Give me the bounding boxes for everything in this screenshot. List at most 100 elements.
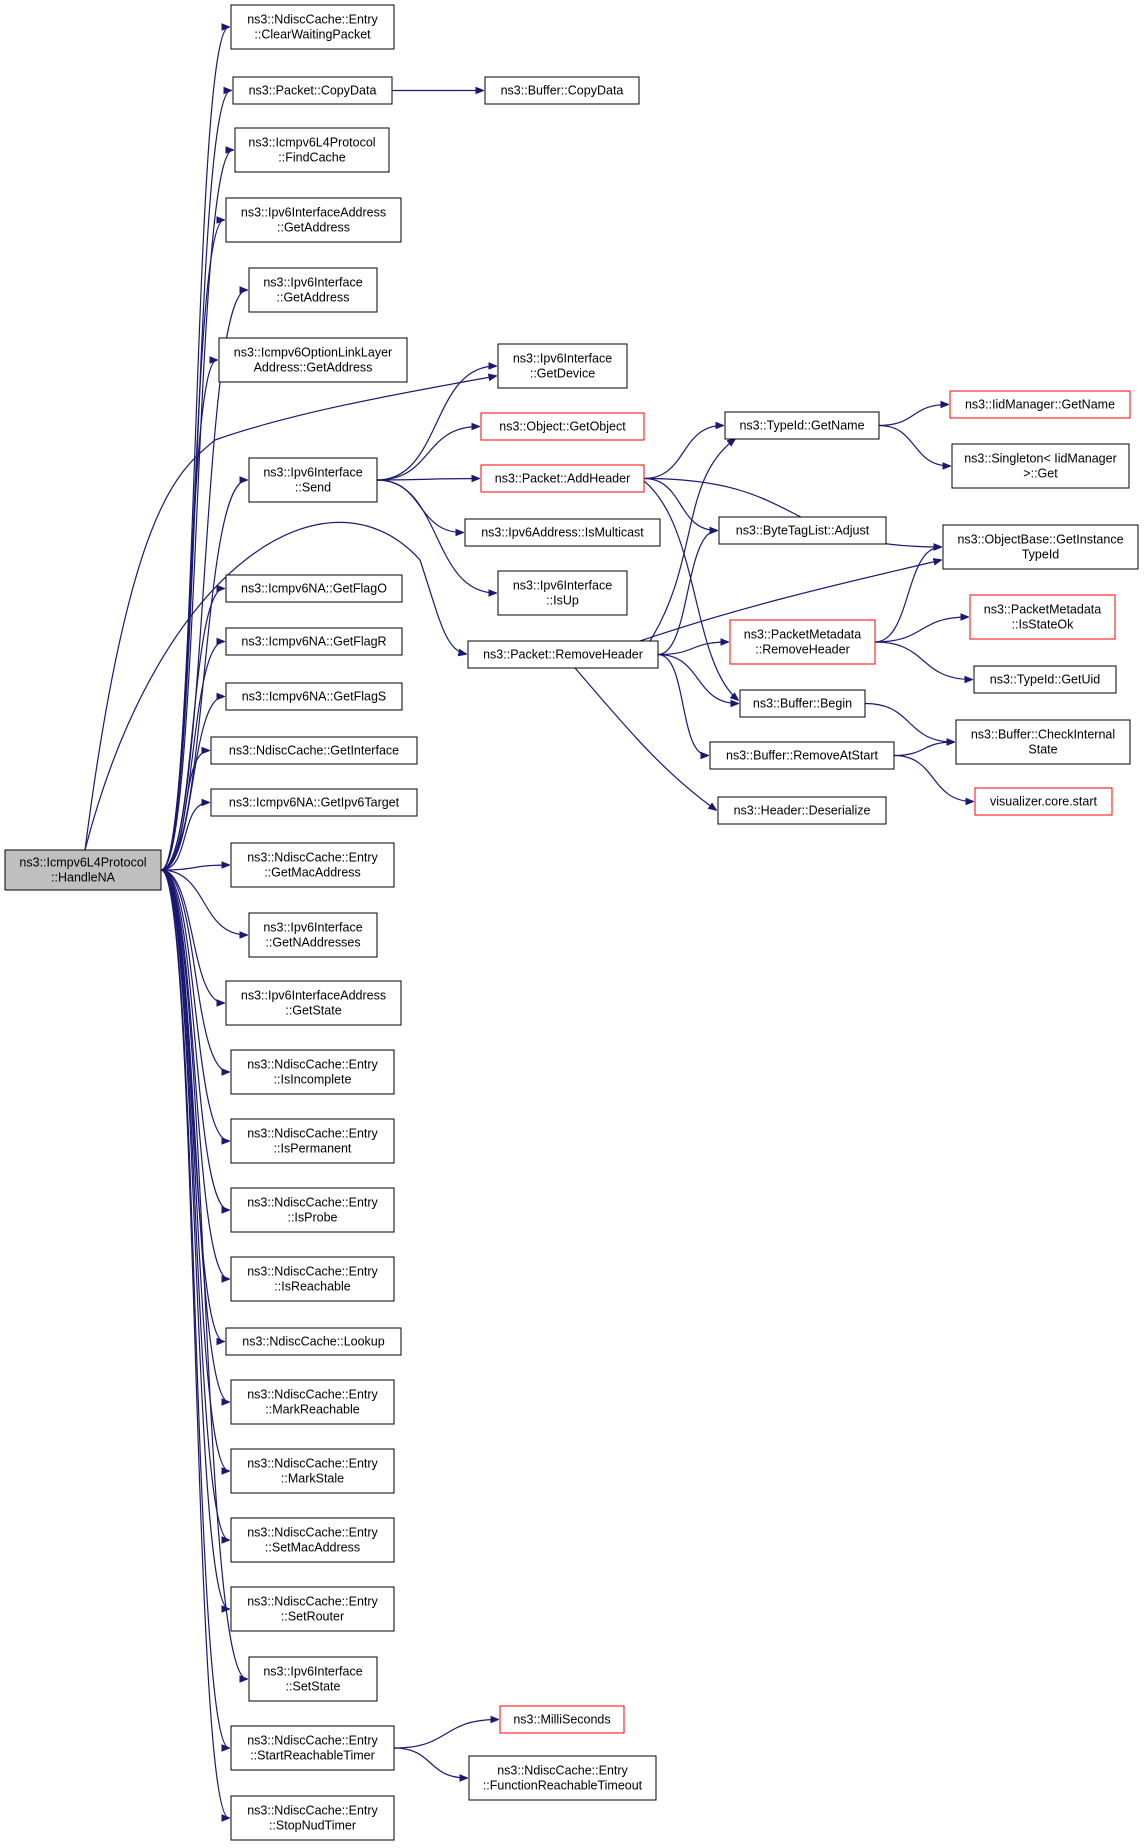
node-label: ::SetRouter [281, 1610, 344, 1624]
node-box [230, 1517, 395, 1563]
node-bufCopyData[interactable]: ns3::Buffer::CopyData [484, 76, 640, 105]
node-isUp[interactable]: ns3::Ipv6Interface::IsUp [497, 570, 628, 616]
node-box [4, 849, 162, 891]
edge-root-to-ndGetInterface [160, 751, 209, 871]
edge-removeHeader-to-bufRemoveAtStart [657, 653, 708, 756]
node-root[interactable]: ns3::Icmpv6L4Protocol::HandleNA [4, 849, 162, 891]
edge-root-to-optLinkLayer [160, 360, 217, 871]
node-label: TypeId [1022, 548, 1060, 562]
node-getMacAddress[interactable]: ns3::NdiscCache::Entry::GetMacAddress [230, 842, 395, 888]
node-clearWaiting[interactable]: ns3::NdiscCache::Entry::ClearWaitingPack… [230, 4, 395, 50]
node-ifGetAddress[interactable]: ns3::Ipv6Interface::GetAddress [248, 267, 378, 313]
node-getFlagR[interactable]: ns3::Icmpv6NA::GetFlagR [225, 627, 403, 656]
node-box [480, 412, 645, 441]
node-box [230, 1586, 395, 1632]
node-bufRemoveAtStart[interactable]: ns3::Buffer::RemoveAtStart [709, 741, 895, 770]
edge-bufBegin-to-bufCheckInternal [864, 702, 954, 743]
node-headerDeserialize[interactable]: ns3::Header::Deserialize [717, 796, 887, 825]
node-label: ::GetState [285, 1004, 341, 1018]
node-label: ::StartReachableTimer [250, 1749, 375, 1763]
node-pmRemoveHeader[interactable]: ns3::PacketMetadata::RemoveHeader [729, 619, 876, 665]
node-box [248, 912, 378, 958]
node-findCache[interactable]: ns3::Icmpv6L4Protocol::FindCache [234, 127, 390, 173]
node-box [230, 1256, 395, 1302]
edge-root-to-getFlagO [160, 589, 224, 871]
node-box [225, 980, 402, 1026]
node-getIpv6Target[interactable]: ns3::Icmpv6NA::GetIpv6Target [210, 788, 418, 817]
node-ifAddrGetAddress[interactable]: ns3::Ipv6InterfaceAddress::GetAddress [225, 197, 402, 243]
edge-root-to-stopNudTimer [160, 869, 229, 1818]
node-bufBegin[interactable]: ns3::Buffer::Begin [739, 689, 866, 718]
node-stopNudTimer[interactable]: ns3::NdiscCache::Entry::StopNudTimer [230, 1795, 395, 1841]
node-label: ::GetAddress [277, 221, 350, 235]
node-label: ::IsPermanent [274, 1142, 352, 1156]
node-byteTagAdjust[interactable]: ns3::ByteTagList::Adjust [718, 516, 887, 545]
node-label: ns3::Buffer::Begin [753, 697, 852, 711]
node-label: ::GetAddress [277, 291, 350, 305]
node-box [210, 736, 418, 765]
edge-root-to-findCache [160, 150, 233, 871]
node-getFlagO[interactable]: ns3::Icmpv6NA::GetFlagO [225, 574, 403, 603]
edge-root-to-markReachable [160, 869, 229, 1402]
node-setState[interactable]: ns3::Ipv6Interface::SetState [248, 1656, 378, 1702]
edge-root-to-isReachable [160, 869, 229, 1279]
node-addHeader[interactable]: ns3::Packet::AddHeader [480, 464, 645, 493]
node-isMulticast[interactable]: ns3::Ipv6Address::IsMulticast [464, 518, 661, 547]
node-box [230, 1795, 395, 1841]
node-label: ns3::NdiscCache::Entry [247, 1058, 378, 1072]
edge-addHeader-to-bufBegin [639, 477, 738, 700]
node-pktCopyData[interactable]: ns3::Packet::CopyData [232, 76, 393, 105]
edge-root-to-getFlagS [160, 697, 224, 871]
node-ifAddrGetState[interactable]: ns3::Ipv6InterfaceAddress::GetState [225, 980, 402, 1026]
edge-root-to-setRouter [160, 869, 229, 1609]
node-label: ::GetDevice [530, 367, 595, 381]
node-box [951, 443, 1130, 489]
edge-removeHeader-to-getInstanceTypeId [639, 560, 941, 642]
node-label: ::IsUp [546, 594, 579, 608]
node-setRouter[interactable]: ns3::NdiscCache::Entry::SetRouter [230, 1586, 395, 1632]
edge-addHeader-to-typeIdGetName [643, 426, 723, 480]
node-pmIsStateOk[interactable]: ns3::PacketMetadata::IsStateOk [969, 594, 1116, 640]
node-milliSeconds[interactable]: ns3::MilliSeconds [499, 1705, 625, 1734]
node-label: ns3::Icmpv6NA::GetFlagR [241, 635, 386, 649]
node-isProbe[interactable]: ns3::NdiscCache::Entry::IsProbe [230, 1187, 395, 1233]
node-vizStart[interactable]: visualizer.core.start [974, 787, 1113, 816]
node-iidGetName[interactable]: ns3::IidManager::GetName [949, 390, 1131, 419]
node-getObject[interactable]: ns3::Object::GetObject [480, 412, 645, 441]
node-markReachable[interactable]: ns3::NdiscCache::Entry::MarkReachable [230, 1379, 395, 1425]
node-label: ns3::Header::Deserialize [734, 804, 871, 818]
node-optLinkLayer[interactable]: ns3::Icmpv6OptionLinkLayerAddress::GetAd… [218, 337, 408, 383]
node-box [225, 627, 403, 656]
node-singletonGet[interactable]: ns3::Singleton< IidManager>::Get [951, 443, 1130, 489]
edge-removeHeader-to-bufBegin [657, 653, 738, 704]
node-markStale[interactable]: ns3::NdiscCache::Entry::MarkStale [230, 1448, 395, 1494]
node-isPermanent[interactable]: ns3::NdiscCache::Entry::IsPermanent [230, 1118, 395, 1164]
node-box [248, 267, 378, 313]
node-functionReachableTimeout[interactable]: ns3::NdiscCache::Entry::FunctionReachabl… [468, 1755, 657, 1801]
node-label: ns3::NdiscCache::Entry [247, 13, 378, 27]
node-setMacAddress[interactable]: ns3::NdiscCache::Entry::SetMacAddress [230, 1517, 395, 1563]
node-box [480, 464, 645, 493]
node-label: ns3::Icmpv6NA::GetIpv6Target [229, 796, 400, 810]
node-send[interactable]: ns3::Ipv6Interface::Send [248, 457, 378, 503]
node-box [497, 570, 628, 616]
node-typeIdGetName[interactable]: ns3::TypeId::GetName [724, 411, 880, 440]
node-getFlagS[interactable]: ns3::Icmpv6NA::GetFlagS [225, 682, 403, 711]
node-startReachableTimer[interactable]: ns3::NdiscCache::Entry::StartReachableTi… [230, 1725, 395, 1771]
node-label: visualizer.core.start [990, 795, 1098, 809]
edge-bufRemoveAtStart-to-bufCheckInternal [893, 742, 954, 757]
node-ndGetInterface[interactable]: ns3::NdiscCache::GetInterface [210, 736, 418, 765]
node-box [218, 337, 408, 383]
node-label: ::MarkStale [281, 1472, 344, 1486]
node-isIncomplete[interactable]: ns3::NdiscCache::Entry::IsIncomplete [230, 1049, 395, 1095]
edge-addHeader-to-byteTagAdjust [643, 477, 717, 531]
edge-send-to-getDevice [376, 366, 496, 481]
node-getNAddresses[interactable]: ns3::Ipv6Interface::GetNAddresses [248, 912, 378, 958]
node-getDevice[interactable]: ns3::Ipv6Interface::GetDevice [497, 343, 628, 389]
node-lookup[interactable]: ns3::NdiscCache::Lookup [225, 1327, 402, 1356]
node-isReachable[interactable]: ns3::NdiscCache::Entry::IsReachable [230, 1256, 395, 1302]
node-typeIdGetUid[interactable]: ns3::TypeId::GetUid [973, 665, 1117, 694]
node-removeHeader[interactable]: ns3::Packet::RemoveHeader [467, 640, 659, 669]
